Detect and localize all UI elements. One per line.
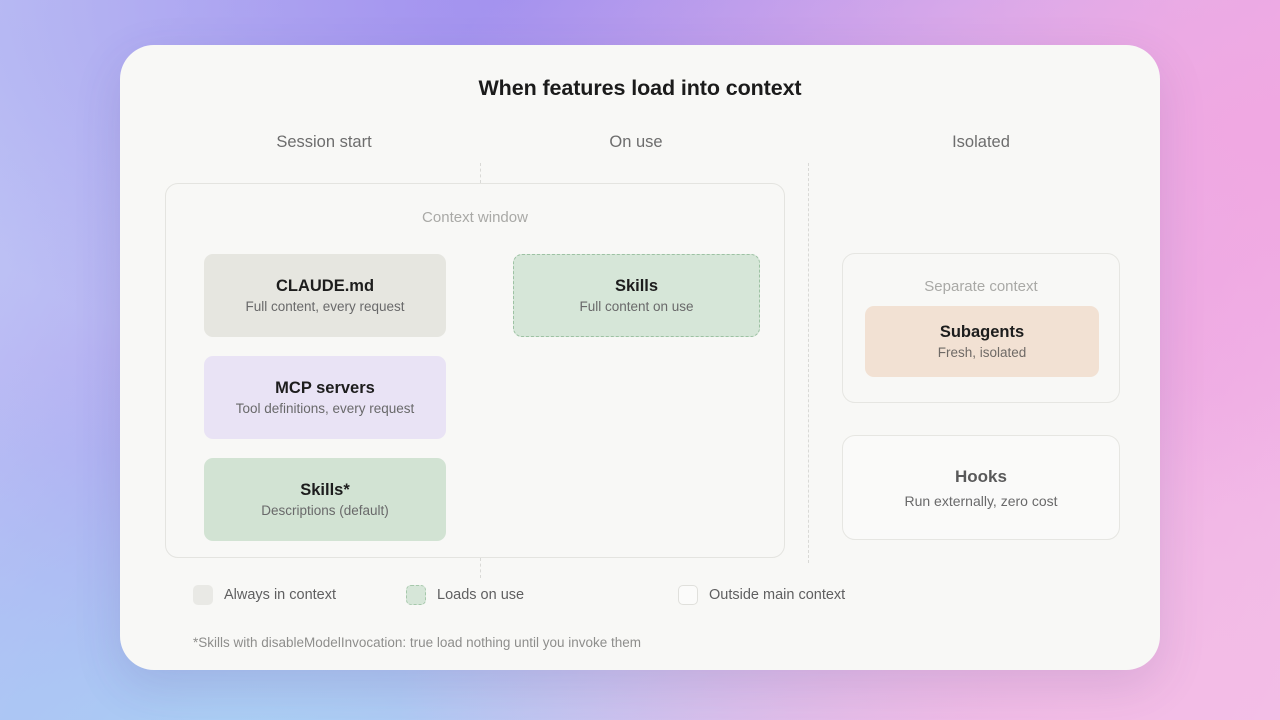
feature-card-mcp-servers[interactable]: MCP servers Tool definitions, every requ… [204, 356, 446, 439]
legend-swatch-icon [678, 585, 698, 605]
legend-item-always-in-context: Always in context [193, 585, 336, 605]
feature-card-title: Subagents [939, 322, 1025, 341]
feature-card-title: CLAUDE.md [275, 276, 375, 295]
feature-card-title: Skills* [300, 480, 350, 499]
legend-swatch-icon [406, 585, 426, 605]
page-title: When features load into context [478, 76, 802, 100]
feature-card-title: MCP servers [275, 378, 375, 397]
column-header-isolated: Isolated [952, 133, 1010, 151]
separate-context-label: Separate context [924, 278, 1038, 295]
legend-swatch-icon [193, 585, 213, 605]
legend-item-loads-on-use: Loads on use [406, 585, 524, 605]
feature-card-subtitle: Run externally, zero cost [904, 492, 1058, 509]
feature-card-subtitle: Fresh, isolated [937, 345, 1027, 360]
column-divider-right [808, 163, 809, 563]
legend-item-outside-main-context: Outside main context [678, 585, 845, 605]
feature-card-title: Skills [614, 276, 659, 295]
feature-card-skills-on-use[interactable]: Skills Full content on use [513, 254, 760, 337]
column-divider-left-bottom [480, 558, 481, 578]
feature-card-subtitle: Descriptions (default) [261, 503, 389, 518]
legend-item-label: Loads on use [437, 587, 525, 603]
feature-card-skills-descriptions[interactable]: Skills* Descriptions (default) [204, 458, 446, 541]
legend-item-label: Always in context [224, 587, 337, 603]
feature-card-subagents[interactable]: Subagents Fresh, isolated [865, 306, 1099, 377]
feature-card-subtitle: Full content, every request [245, 299, 405, 314]
column-header-on-use: On use [609, 133, 663, 151]
diagram-card: When features load into context Session … [120, 45, 1160, 670]
feature-card-title: Hooks [955, 466, 1007, 486]
footnote: *Skills with disableModelInvocation: tru… [193, 635, 642, 650]
context-window-panel: Context window CLAUDE.md Full content, e… [165, 183, 785, 558]
separate-context-panel: Separate context Subagents Fresh, isolat… [842, 253, 1120, 403]
legend-item-label: Outside main context [709, 587, 846, 603]
context-window-label: Context window [422, 209, 528, 226]
column-header-session-start: Session start [276, 133, 372, 151]
legend: Always in context Loads on use Outside m… [193, 585, 1033, 611]
feature-card-subtitle: Tool definitions, every request [235, 401, 415, 416]
feature-card-claude-md[interactable]: CLAUDE.md Full content, every request [204, 254, 446, 337]
feature-card-hooks[interactable]: Hooks Run externally, zero cost [842, 435, 1120, 540]
feature-card-subtitle: Full content on use [579, 299, 694, 314]
column-divider-left-top [480, 163, 481, 183]
